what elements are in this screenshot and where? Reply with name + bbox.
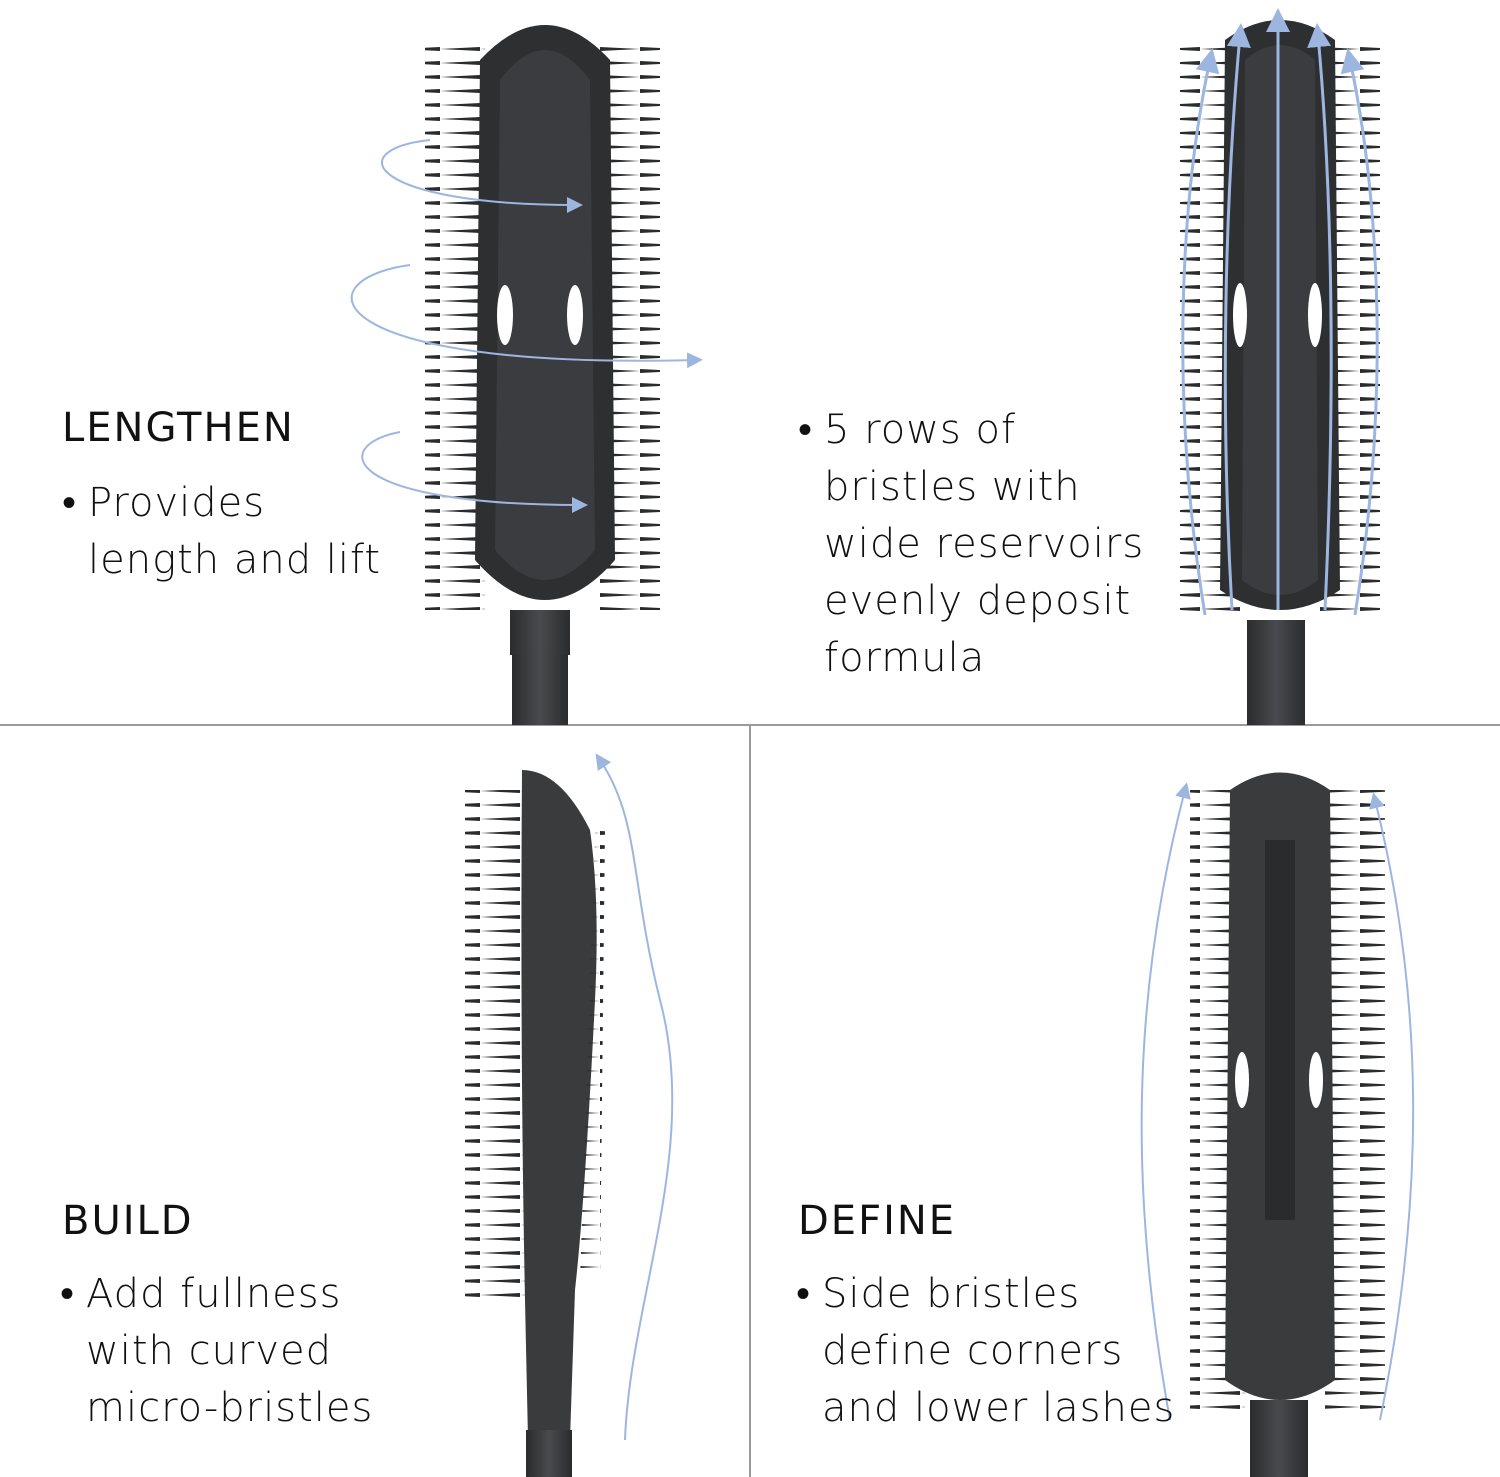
- bullet-marker: •: [60, 1271, 76, 1317]
- bullet-line: Provides: [88, 480, 266, 526]
- bullet-line: length and lift: [88, 537, 382, 583]
- bullet-line: Side bristles: [822, 1271, 1081, 1317]
- bullet-marker: •: [62, 480, 78, 526]
- lengthen-bullet: • Provides length and lift: [62, 475, 382, 589]
- bullet-line: wide reservoirs: [824, 521, 1145, 567]
- curve-arrow-icon: [595, 753, 674, 1441]
- bullet-line: evenly deposit: [824, 578, 1132, 624]
- upward-arrows-icon: [1181, 8, 1379, 616]
- five-rows-brush-icon: [1180, 20, 1380, 725]
- lengthen-heading: LENGTHEN: [62, 405, 295, 451]
- vertical-divider: [749, 725, 751, 1477]
- build-heading: BUILD: [62, 1198, 194, 1244]
- bullet-marker: •: [798, 407, 814, 453]
- define-heading: DEFINE: [798, 1198, 957, 1244]
- define-brush-icon: [1190, 772, 1385, 1477]
- bullet-line: Add fullness: [86, 1271, 342, 1317]
- side-arrows-icon: [1140, 782, 1415, 1421]
- bullet-line: with curved: [86, 1328, 333, 1374]
- define-bullet: • Side bristles define corners and lower…: [796, 1266, 1176, 1437]
- bullet-line: and lower lashes: [822, 1385, 1176, 1431]
- build-bullet: • Add fullness with curved micro-bristle…: [60, 1266, 374, 1437]
- bullet-line: 5 rows of: [824, 407, 1017, 453]
- bullet-line: bristles with: [824, 464, 1081, 510]
- bullet-marker: •: [796, 1271, 812, 1317]
- lengthen-brush-icon: [425, 25, 660, 725]
- rotation-arrows-icon: [350, 139, 703, 513]
- reservoirs-bullet: • 5 rows of bristles with wide reservoir…: [798, 402, 1145, 687]
- bullet-line: micro-bristles: [86, 1385, 374, 1431]
- bullet-line: formula: [824, 635, 986, 681]
- build-brush-icon: [465, 770, 605, 1477]
- bullet-line: define corners: [822, 1328, 1124, 1374]
